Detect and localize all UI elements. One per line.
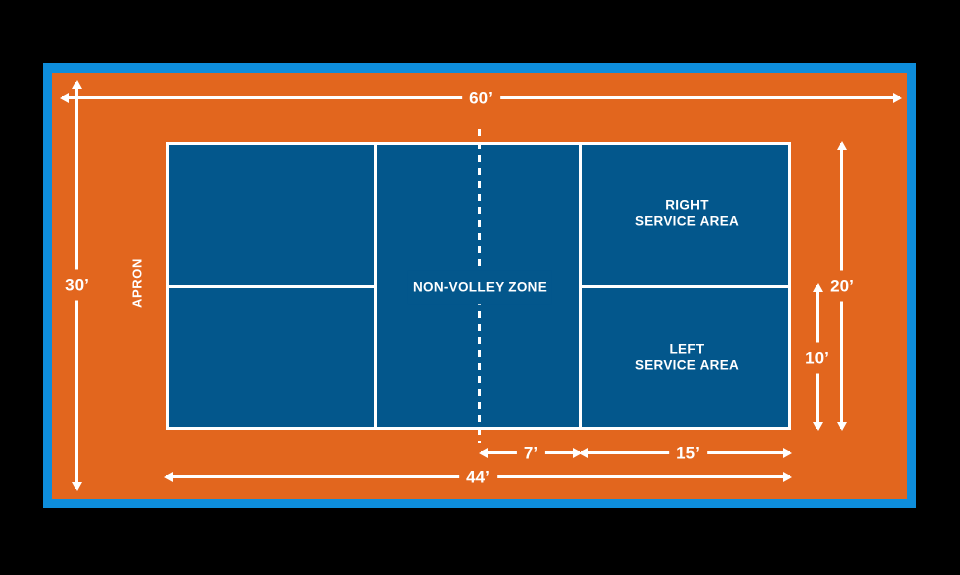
right-service-area-label: RIGHT SERVICE AREA bbox=[635, 198, 739, 229]
right-service-area-line2: SERVICE AREA bbox=[634, 213, 740, 228]
dim-label-court-length: 44’ bbox=[459, 465, 497, 489]
left-service-area-label: LEFT SERVICE AREA bbox=[635, 342, 739, 373]
dim-label-service-area-length: 15’ bbox=[669, 441, 707, 465]
centerline-right-half bbox=[579, 285, 791, 288]
dim-label-non-volley-zone-depth: 7’ bbox=[516, 441, 546, 465]
dim-label-service-area-width: 10’ bbox=[802, 342, 832, 374]
apron-label: APRON bbox=[129, 258, 145, 308]
dim-label-overall-depth: 30’ bbox=[62, 269, 92, 301]
centerline-left-half bbox=[166, 285, 377, 288]
dim-label-court-width: 20’ bbox=[827, 270, 857, 302]
left-service-area-line2: SERVICE AREA bbox=[634, 357, 740, 372]
left-service-area-line1: LEFT bbox=[669, 341, 705, 357]
dim-label-overall-width: 60’ bbox=[462, 86, 500, 110]
non-volley-zone-label: NON-VOLLEY ZONE bbox=[407, 270, 553, 304]
right-service-area-line1: RIGHT bbox=[665, 197, 709, 213]
